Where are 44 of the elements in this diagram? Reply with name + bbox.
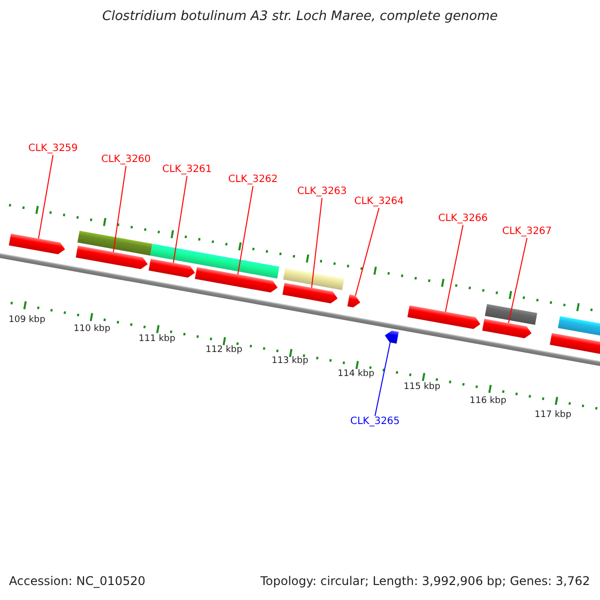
gene-label: CLK_3260	[101, 154, 151, 166]
scale-label: 115 kbp	[404, 382, 440, 393]
leader-line	[38, 154, 54, 240]
leader-line	[374, 342, 391, 416]
gene-label: CLK_3261	[162, 164, 212, 176]
gene-marker	[76, 246, 148, 270]
leader-line	[444, 224, 464, 312]
scale-label: 109 kbp	[8, 315, 46, 326]
gene-marker	[282, 282, 338, 304]
scale-label: 112 kbp	[206, 345, 242, 356]
gene-marker	[8, 234, 66, 254]
gene-marker	[148, 258, 195, 278]
gene-label: CLK_3259	[28, 143, 78, 155]
feature-bar	[283, 268, 344, 290]
gene-marker	[194, 267, 278, 293]
feature-bar	[558, 316, 600, 338]
feature-bar	[484, 304, 538, 325]
gene-marker	[482, 318, 532, 338]
feature-bar	[550, 332, 600, 355]
genome-summary-text: Topology: circular; Length: 3,992,906 bp; Genes: 3,762	[260, 574, 590, 588]
gene-label: CLK_3263	[297, 186, 347, 198]
leader-line	[237, 186, 254, 275]
gene-marker	[347, 294, 360, 308]
leader-line	[508, 238, 528, 324]
leader-line	[112, 166, 126, 253]
leader-line	[354, 208, 380, 296]
diagram-title: Clostridium botulinum A3 str. Loch Maree, complete genome	[102, 9, 498, 24]
leader-line	[172, 176, 188, 264]
gene-label: CLK_3262	[228, 174, 278, 186]
scale-label: 113 kbp	[272, 356, 308, 367]
scale-label: 116 kbp	[470, 396, 506, 407]
gene-label: CLK_3264	[354, 196, 404, 208]
scale-label: 110 kbp	[74, 324, 110, 335]
gene-label: CLK_3265	[350, 416, 400, 428]
feature-bar	[77, 230, 152, 256]
gene-marker	[384, 330, 399, 344]
gene-marker	[407, 305, 480, 329]
gene-label: CLK_3266	[438, 213, 488, 225]
gene-label: CLK_3267	[502, 226, 552, 238]
scale-label: 114 kbp	[338, 369, 374, 380]
accession-text: Accession: NC_010520	[9, 574, 146, 588]
leader-line	[311, 198, 322, 288]
scale-label: 111 kbp	[138, 334, 176, 345]
scale-label: 117 kbp	[534, 410, 572, 421]
